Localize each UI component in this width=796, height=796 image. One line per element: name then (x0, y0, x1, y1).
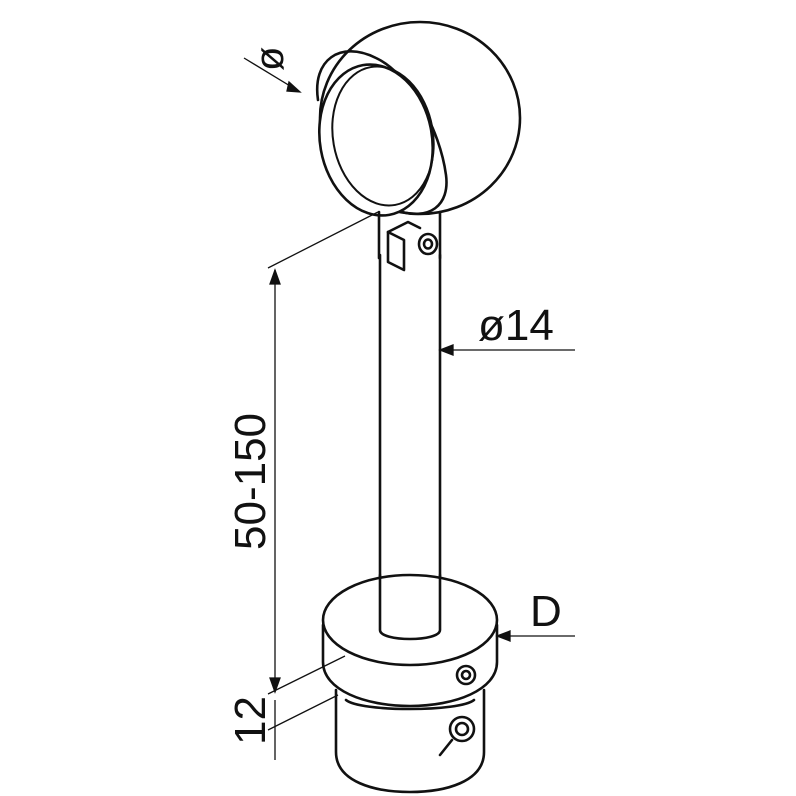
base-height-label: 12 (226, 696, 275, 745)
base-diameter-leader (495, 630, 575, 642)
post-diameter-label: ø14 (478, 301, 554, 350)
rail-diameter-leader (243, 57, 302, 93)
post-diameter-leader (438, 344, 575, 356)
height-range-label: 50-150 (226, 413, 275, 550)
base-diameter-label: D (530, 587, 562, 636)
base-collar (321, 573, 499, 708)
base-socket (334, 688, 486, 794)
height-dimension (267, 211, 379, 695)
ring-connector (377, 210, 442, 272)
base-height-dimension (267, 694, 339, 760)
vertical-post (378, 253, 442, 624)
rail-diameter-label: ø (248, 47, 292, 71)
rail-ring (315, 20, 522, 217)
